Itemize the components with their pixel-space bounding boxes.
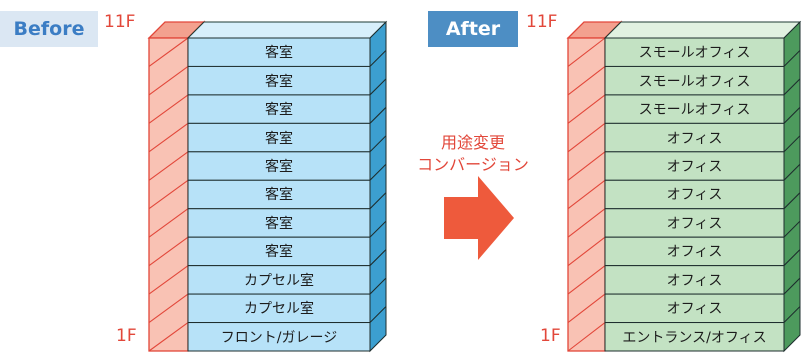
floor-face <box>604 37 785 67</box>
wall-hatch-line <box>567 37 606 67</box>
after-bottom-floor-label: 1F <box>540 326 561 346</box>
after-building <box>566 20 802 353</box>
wall-hatch-line <box>567 179 606 210</box>
floor-face <box>187 293 371 324</box>
floor-label: オフィス <box>666 301 723 318</box>
wall-hatch-line <box>148 265 189 295</box>
wall-hatch-line <box>567 208 606 238</box>
conversion-label-line1: 用途変更 <box>440 133 505 152</box>
wall-hatch-line <box>567 236 606 267</box>
wall-hatch-line <box>148 293 189 323</box>
floor-label: カプセル室 <box>244 272 314 289</box>
stack-top <box>186 21 388 39</box>
floor-label: オフィス <box>666 215 723 232</box>
floor-label: スモールオフィス <box>638 102 751 119</box>
floor-label: 客室 <box>265 159 293 176</box>
floor-face <box>187 179 371 210</box>
floor-face <box>604 208 785 238</box>
floor-face <box>187 37 371 67</box>
after-floor-list: スモールオフィススモールオフィススモールオフィスオフィスオフィスオフィスオフィス… <box>605 38 784 351</box>
before-top-floor-label: 11F <box>104 12 136 32</box>
wall-hatch-line <box>148 94 189 124</box>
conversion-label-line2: コンバージョン <box>417 155 529 174</box>
floor-face <box>604 179 785 210</box>
wall-hatch-line <box>567 265 606 295</box>
wall-hatch-line <box>148 37 189 67</box>
wall-hatch-line <box>567 322 606 352</box>
floor-label: オフィス <box>666 159 723 176</box>
wall-hatch-line <box>148 151 189 181</box>
wall-hatch-line <box>148 122 189 153</box>
stack-top <box>603 21 802 39</box>
floor-face <box>604 151 785 181</box>
floor-label: オフィス <box>666 187 723 204</box>
floor-label: 客室 <box>265 215 293 232</box>
floor-label: エントランス/オフィス <box>622 329 767 346</box>
floor-label: スモールオフィス <box>638 73 751 90</box>
floor-face <box>187 265 371 295</box>
before-tag: Before <box>0 11 98 47</box>
floor-face <box>187 122 371 153</box>
floor-label: 客室 <box>265 73 293 90</box>
floor-label: カプセル室 <box>244 301 314 318</box>
floor-label: 客室 <box>265 102 293 119</box>
floor-label: 客室 <box>265 45 293 62</box>
floor-face <box>187 322 371 352</box>
floor-label: フロント/ガレージ <box>220 329 338 346</box>
wall-hatch-line <box>148 236 189 267</box>
floor-face <box>187 65 371 96</box>
floor-label: オフィス <box>666 272 723 289</box>
floor-side <box>369 305 387 353</box>
wall-hatch-line <box>567 151 606 181</box>
floor-face <box>604 293 785 324</box>
floor-label: スモールオフィス <box>638 45 751 62</box>
wall-hatch-line <box>148 208 189 238</box>
before-bottom-floor-label: 1F <box>116 326 137 346</box>
conversion-arrow-icon <box>444 176 514 260</box>
floor-face <box>187 151 371 181</box>
floor-face <box>187 208 371 238</box>
floor-face <box>187 94 371 124</box>
floor-face <box>604 122 785 153</box>
wall-hatch-line <box>567 66 606 96</box>
wall-hatch-line <box>567 122 606 153</box>
before-floor-list: 客室客室客室客室客室客室客室客室カプセル室カプセル室フロント/ガレージ <box>188 38 370 351</box>
floor-label: オフィス <box>666 244 723 261</box>
floor-label: オフィス <box>666 130 723 147</box>
floor-side <box>783 305 801 353</box>
after-tag: After <box>428 11 518 47</box>
wall-hatch-line <box>567 94 606 124</box>
wall-hatch-line <box>148 66 189 96</box>
floor-label: 客室 <box>265 187 293 204</box>
wall-hatch-line <box>148 322 189 352</box>
wall-hatch-line <box>567 293 606 323</box>
floor-label: 客室 <box>265 130 293 147</box>
after-top-floor-label: 11F <box>526 12 558 32</box>
before-building <box>147 20 388 353</box>
floor-label: 客室 <box>265 244 293 261</box>
floor-face <box>604 322 785 352</box>
wall-hatch-line <box>148 179 189 210</box>
